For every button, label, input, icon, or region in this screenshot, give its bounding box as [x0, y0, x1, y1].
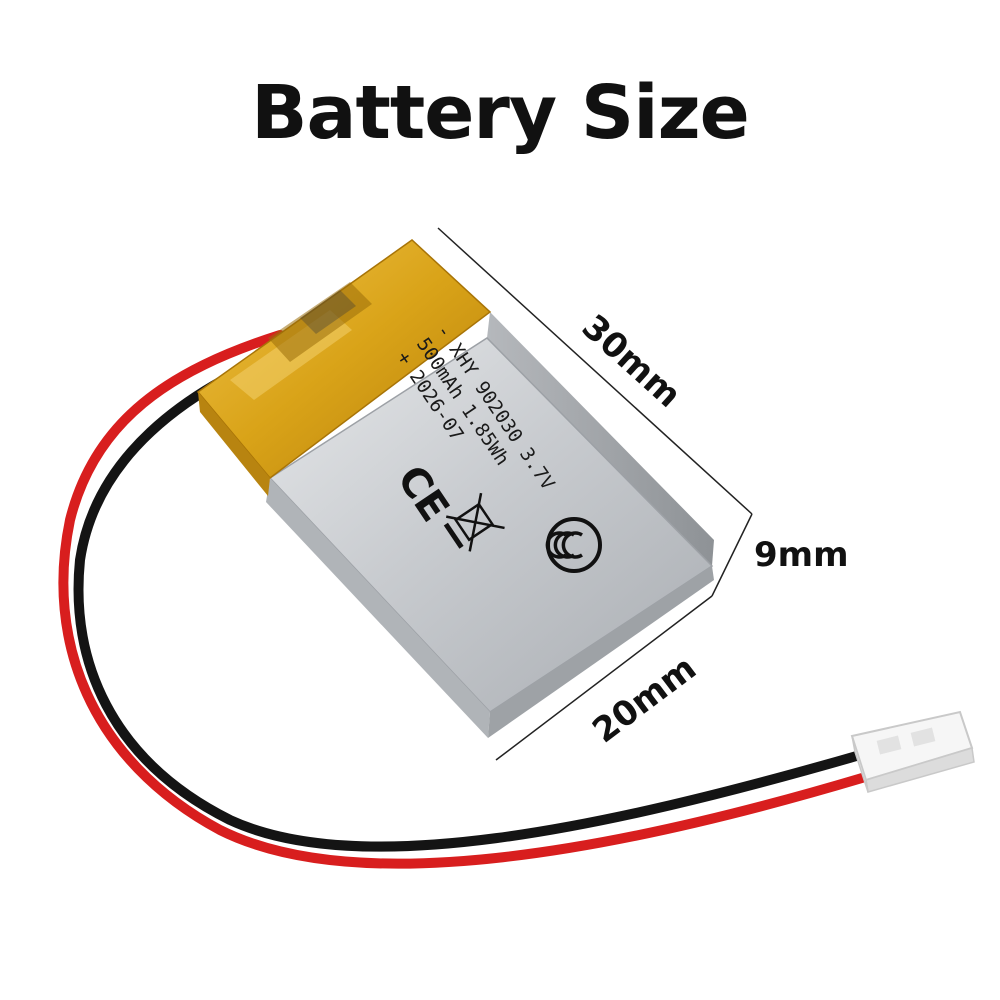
dimension-line-thickness	[711, 513, 753, 597]
page-title: Battery Size	[251, 70, 750, 156]
crossed-bin-icon	[443, 492, 505, 552]
dimension-thickness-label: 9mm	[754, 535, 849, 575]
ccc-mark-icon	[545, 517, 602, 573]
dimension-length-label: 30mm	[574, 307, 689, 416]
kapton-tape	[196, 239, 492, 496]
dimension-line-length	[437, 227, 753, 515]
wire-red	[58, 330, 867, 869]
dimension-line-width	[495, 595, 713, 761]
dimension-width-label: 20mm	[585, 648, 703, 751]
jst-connector	[850, 710, 975, 793]
wire-black	[73, 340, 865, 852]
